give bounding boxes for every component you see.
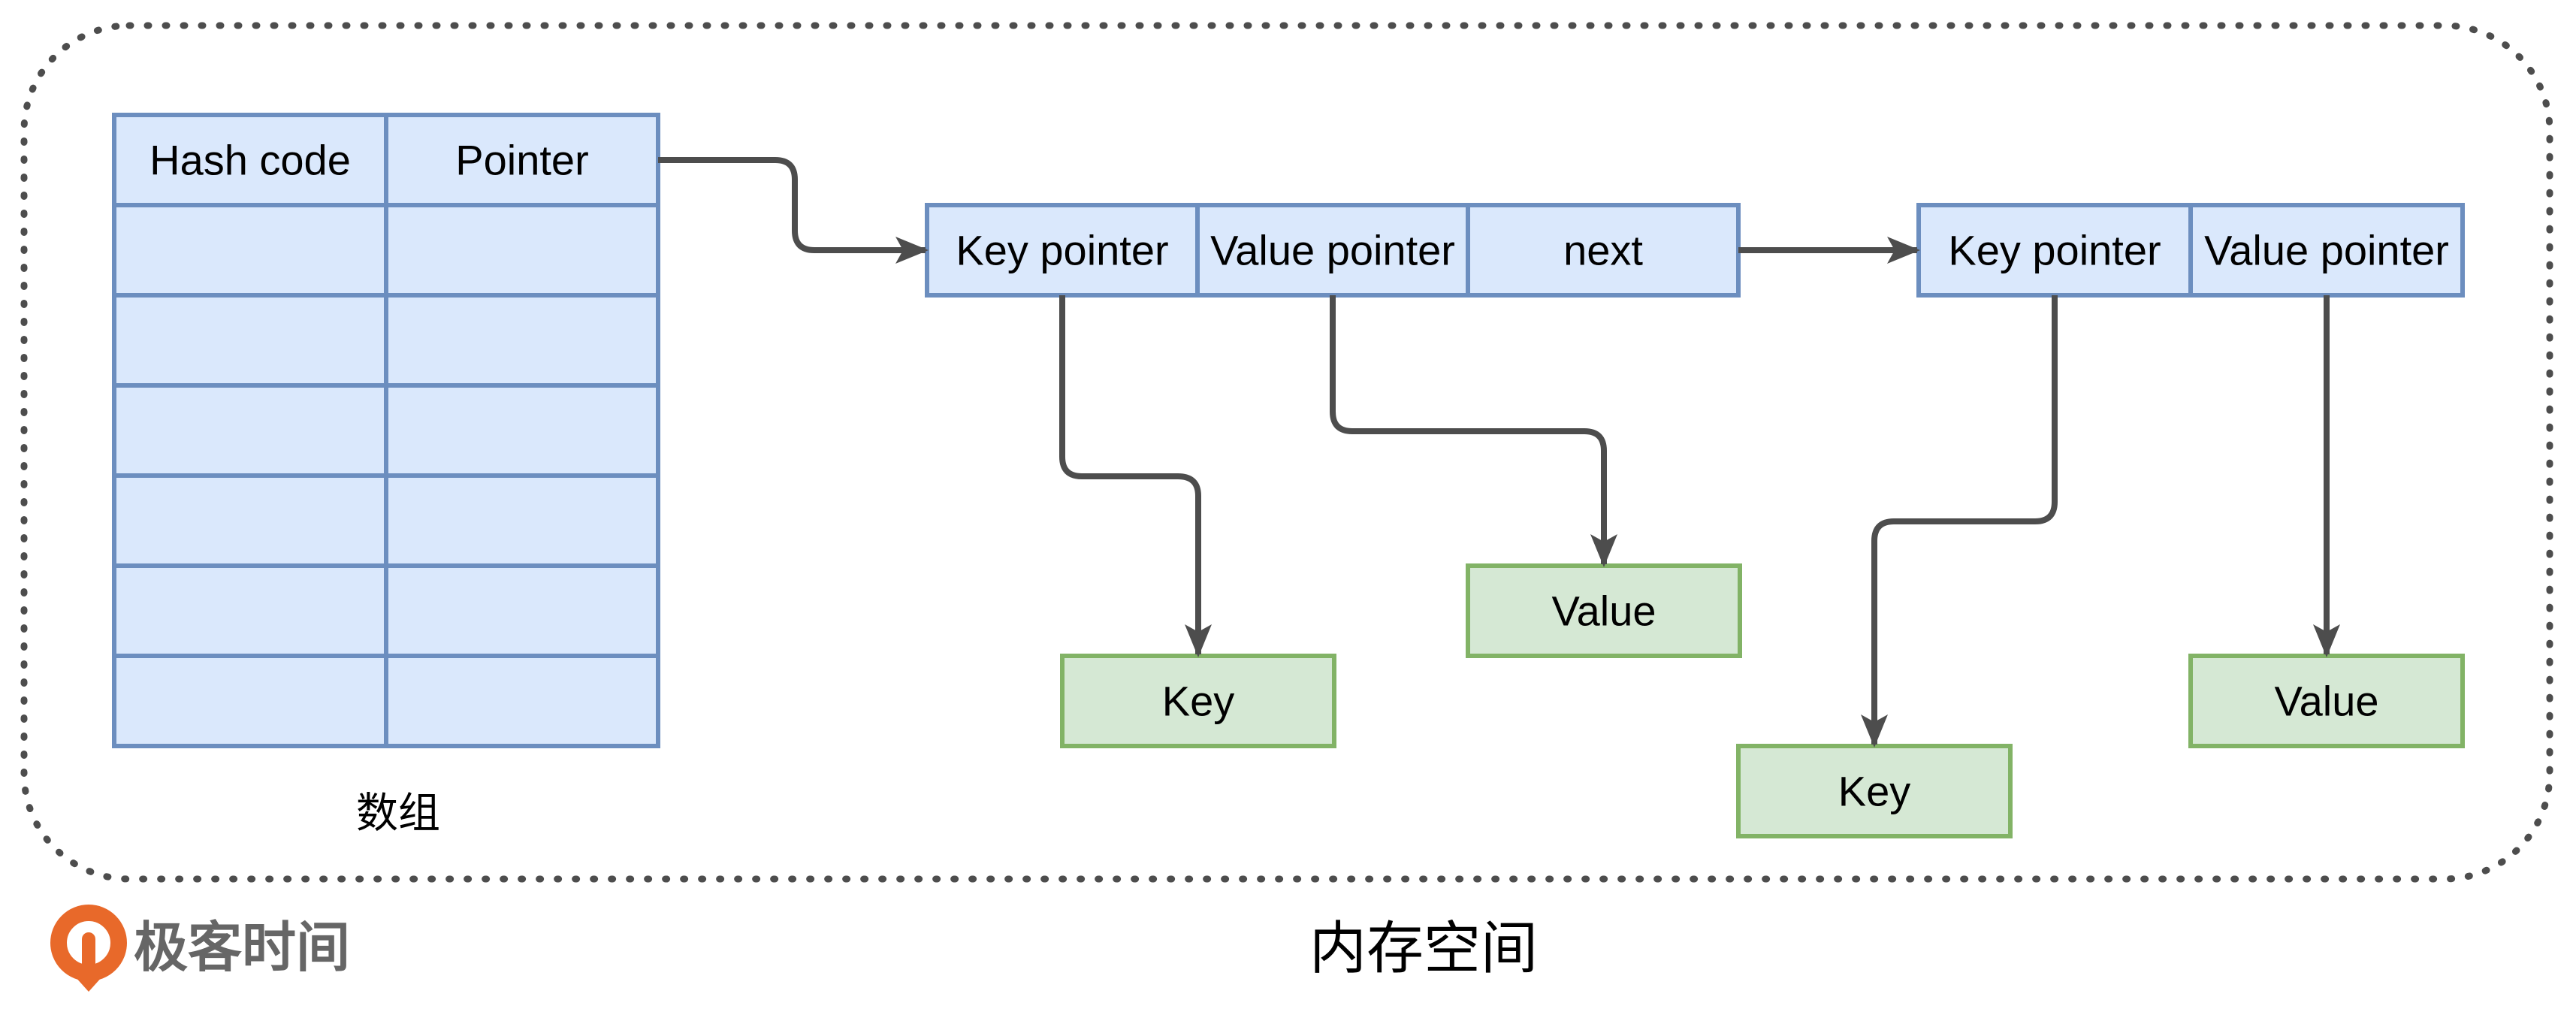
brand-name: 极客时间 — [134, 918, 350, 978]
node2-key-box: Key — [1736, 744, 2013, 838]
node2-value-label: Value — [2274, 678, 2378, 725]
array-hash-code-cell — [112, 203, 388, 298]
entry-node-2: Key pointer Value pointer — [1916, 203, 2465, 298]
array-pointer-cell — [384, 654, 660, 748]
node1-next-label: next — [1563, 227, 1643, 274]
node2-key-label: Key — [1838, 768, 1911, 815]
memory-space-boundary — [20, 22, 2553, 883]
arrow-node1-key-pointer-to-key — [1059, 295, 1212, 657]
hash-array: Hash code Pointer — [112, 113, 660, 748]
arrow-node1-value-pointer-to-value — [1330, 295, 1617, 567]
array-header-pointer: Pointer — [455, 137, 588, 184]
node1-key-pointer-label: Key pointer — [956, 227, 1168, 274]
array-caption: 数组 — [356, 790, 440, 837]
array-pointer-cell — [384, 203, 660, 298]
node1-next-cell — [1466, 203, 1741, 298]
entry-node-1: Key pointer Value pointer next — [925, 203, 1741, 298]
array-pointer-cell — [384, 473, 660, 568]
array-header-pointer-cell — [384, 113, 660, 207]
node2-value-pointer-cell — [2188, 203, 2465, 298]
node2-key-pointer-label: Key pointer — [1948, 227, 2161, 274]
memory-space-caption: 内存空间 — [1309, 917, 1538, 981]
arrow-array-pointer-to-node1 — [658, 157, 929, 264]
array-pointer-cell — [384, 383, 660, 478]
array-hash-code-cell — [112, 473, 388, 568]
node1-key-box: Key — [1060, 654, 1336, 748]
array-hash-code-cell — [112, 383, 388, 478]
array-rows — [112, 203, 660, 748]
node1-key-label: Key — [1162, 678, 1235, 725]
array-pointer-cell — [384, 563, 660, 658]
node1-value-label: Value — [1551, 588, 1656, 635]
array-hash-code-cell — [112, 563, 388, 658]
node1-value-box: Value — [1466, 563, 1742, 658]
array-hash-code-cell — [112, 293, 388, 388]
node2-value-box: Value — [2188, 654, 2465, 748]
array-pointer-cell — [384, 293, 660, 388]
array-hash-code-cell — [112, 654, 388, 748]
array-header-hash-code: Hash code — [149, 137, 351, 184]
geektime-logo-icon — [50, 905, 127, 992]
arrow-node2-key-pointer-to-key — [1861, 295, 2058, 748]
node1-value-pointer-label: Value pointer — [1210, 227, 1455, 274]
node2-value-pointer-label: Value pointer — [2204, 227, 2449, 274]
